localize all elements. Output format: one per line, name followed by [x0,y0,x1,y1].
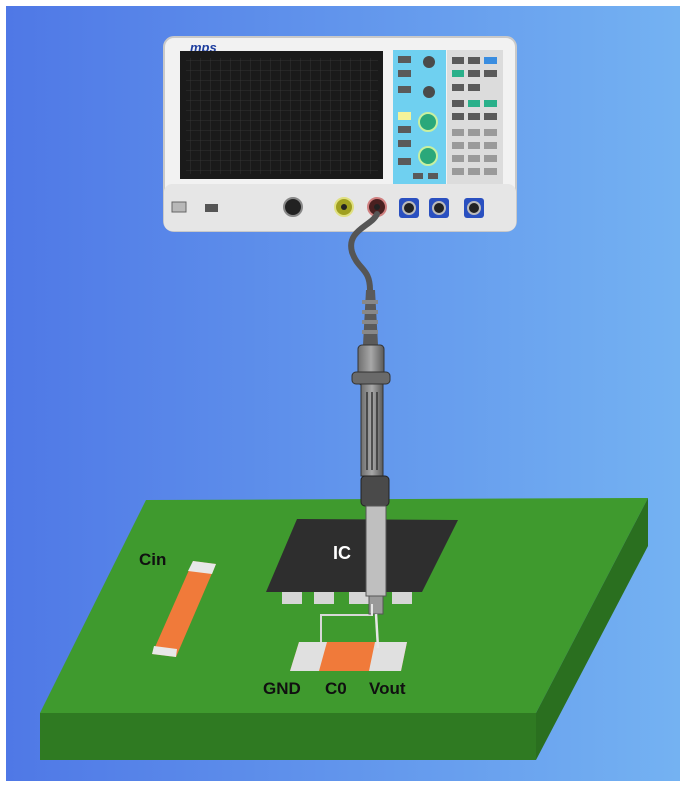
co-label: C0 [325,679,347,698]
gnd-label: GND [263,679,301,698]
ground-lead [320,614,371,644]
scope-keypad [452,57,497,175]
ic-chip [266,519,458,604]
power-button [171,201,187,213]
pcb-side-front [40,713,536,760]
probe-cable [348,211,380,293]
channel-connectors [399,198,484,218]
oscilloscope: mps [163,36,517,232]
bnc-connector-icon [283,197,303,217]
cin-label: Cin [139,550,166,569]
pcb-top [40,498,648,713]
knob-icon [418,112,438,132]
knob-icon [423,56,435,68]
oscilloscope-probe [351,290,391,649]
vout-label: Vout [369,679,406,698]
ic-label: IC [333,543,351,563]
knob-icon [423,86,435,98]
pcb-board [40,498,648,760]
cin-capacitor [152,561,216,657]
usb-port-icon [205,204,218,212]
scope-screen-grid [186,58,378,174]
output-capacitor [290,642,407,671]
knob-icon [418,146,438,166]
scope-buttons [398,56,438,179]
pcb-side-right [536,498,648,760]
